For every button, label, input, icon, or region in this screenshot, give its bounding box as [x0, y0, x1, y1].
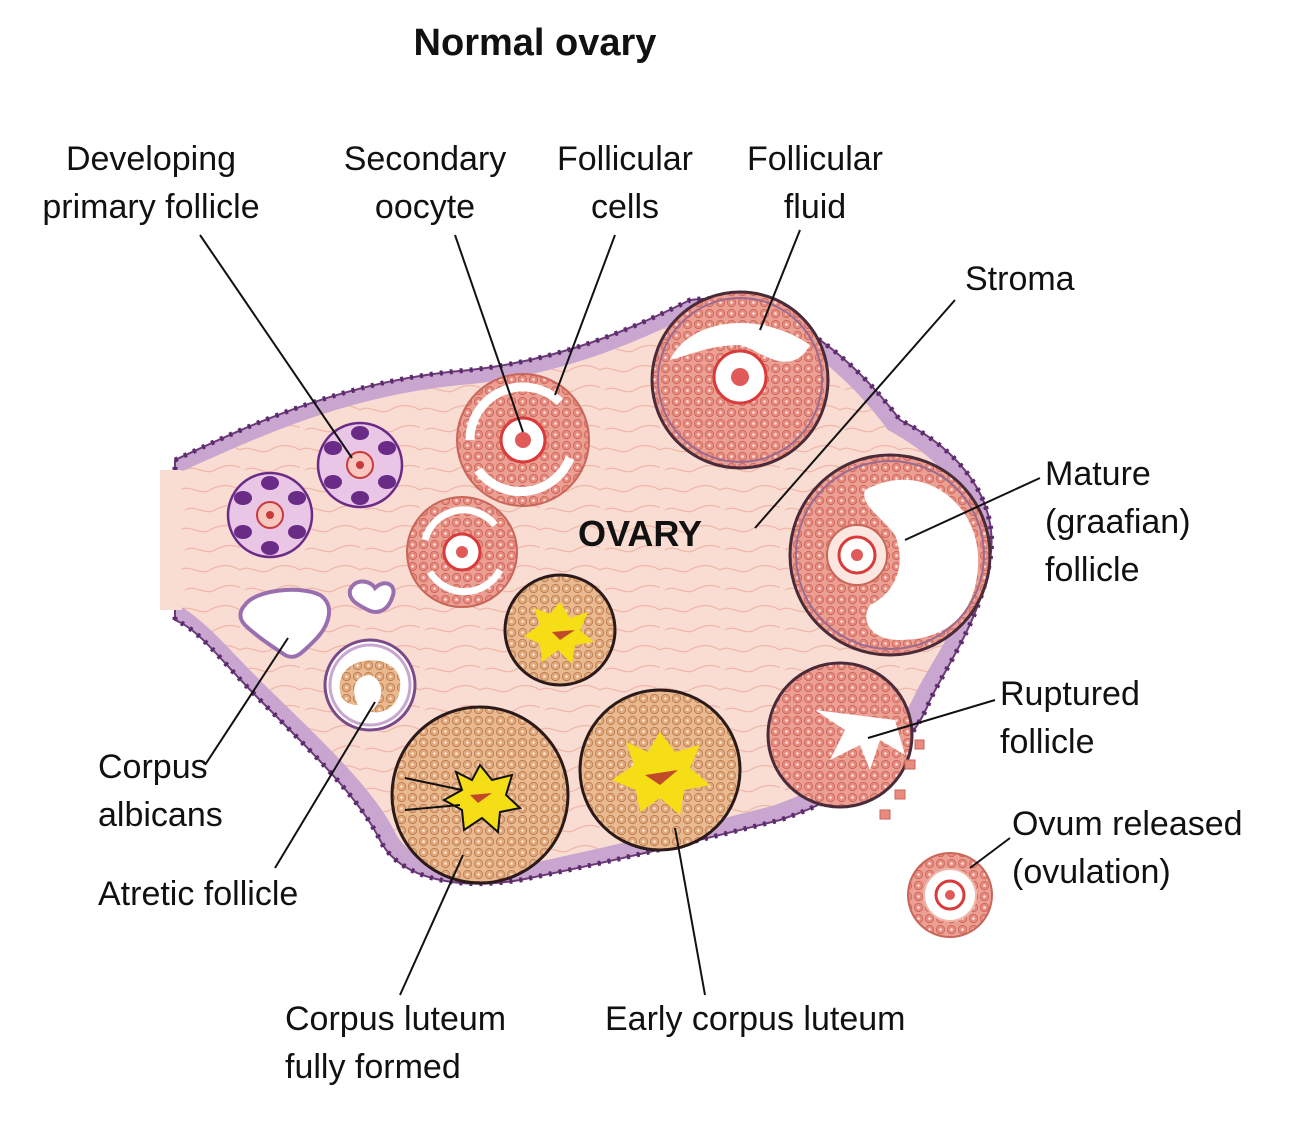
label-ruptured-follicle: Ruptured follicle [1000, 675, 1140, 761]
ruptured-follicle [766, 661, 925, 820]
early-corpus-luteum [578, 688, 742, 852]
label-atretic-follicle: Atretic follicle [98, 875, 299, 913]
released-ovum [907, 852, 993, 938]
leader-follicular-cells [554, 234, 616, 396]
label-corpus-albicans: Corpus albicans [98, 748, 223, 834]
leader-corpus-luteum-formed [399, 854, 464, 996]
leader-lines [199, 229, 1041, 996]
label-follicular-cells: Follicular cells [556, 140, 694, 226]
leader-atretic-follicle [274, 701, 376, 869]
label-mature-follicle: Mature (graafian) follicle [1045, 455, 1191, 589]
label-developing-primary-follicle: Developing primary follicle [42, 140, 260, 226]
leader-secondary-oocyte [454, 234, 524, 433]
leader-corpus-albicans [204, 637, 289, 766]
label-early-corpus-luteum: Early corpus luteum [605, 1000, 906, 1038]
corpus-luteum-fully-formed [390, 705, 570, 885]
antral-follicle [650, 290, 830, 470]
label-ovum-released: Ovum released (ovulation) [1012, 805, 1243, 891]
growing-follicle [406, 496, 518, 608]
leader-mature-follicle [904, 477, 1041, 541]
leader-primary-follicle [199, 234, 353, 459]
leader-stroma [754, 299, 956, 529]
leader-ruptured-follicle [867, 699, 996, 739]
label-secondary-oocyte: Secondary oocyte [343, 140, 507, 226]
label-follicular-fluid: Follicular fluid [746, 140, 884, 226]
corpus-luteum-small [503, 573, 617, 687]
secondary-follicle [456, 373, 590, 507]
leader-ovum-released [969, 837, 1011, 869]
organ-label: OVARY [577, 513, 702, 554]
atretic-follicle [323, 638, 417, 732]
diagram-title: Normal ovary [413, 22, 657, 64]
mature-graafian-follicle [788, 453, 992, 657]
primary-follicle-2 [316, 421, 404, 509]
corpus-albicans [238, 579, 396, 659]
label-stroma: Stroma [965, 260, 1075, 298]
leader-follicular-fluid [759, 229, 801, 331]
primary-follicle-1 [226, 471, 314, 559]
leader-early-corpus-luteum [674, 827, 706, 996]
label-corpus-luteum-fully-formed: Corpus luteum fully formed [285, 1000, 507, 1086]
